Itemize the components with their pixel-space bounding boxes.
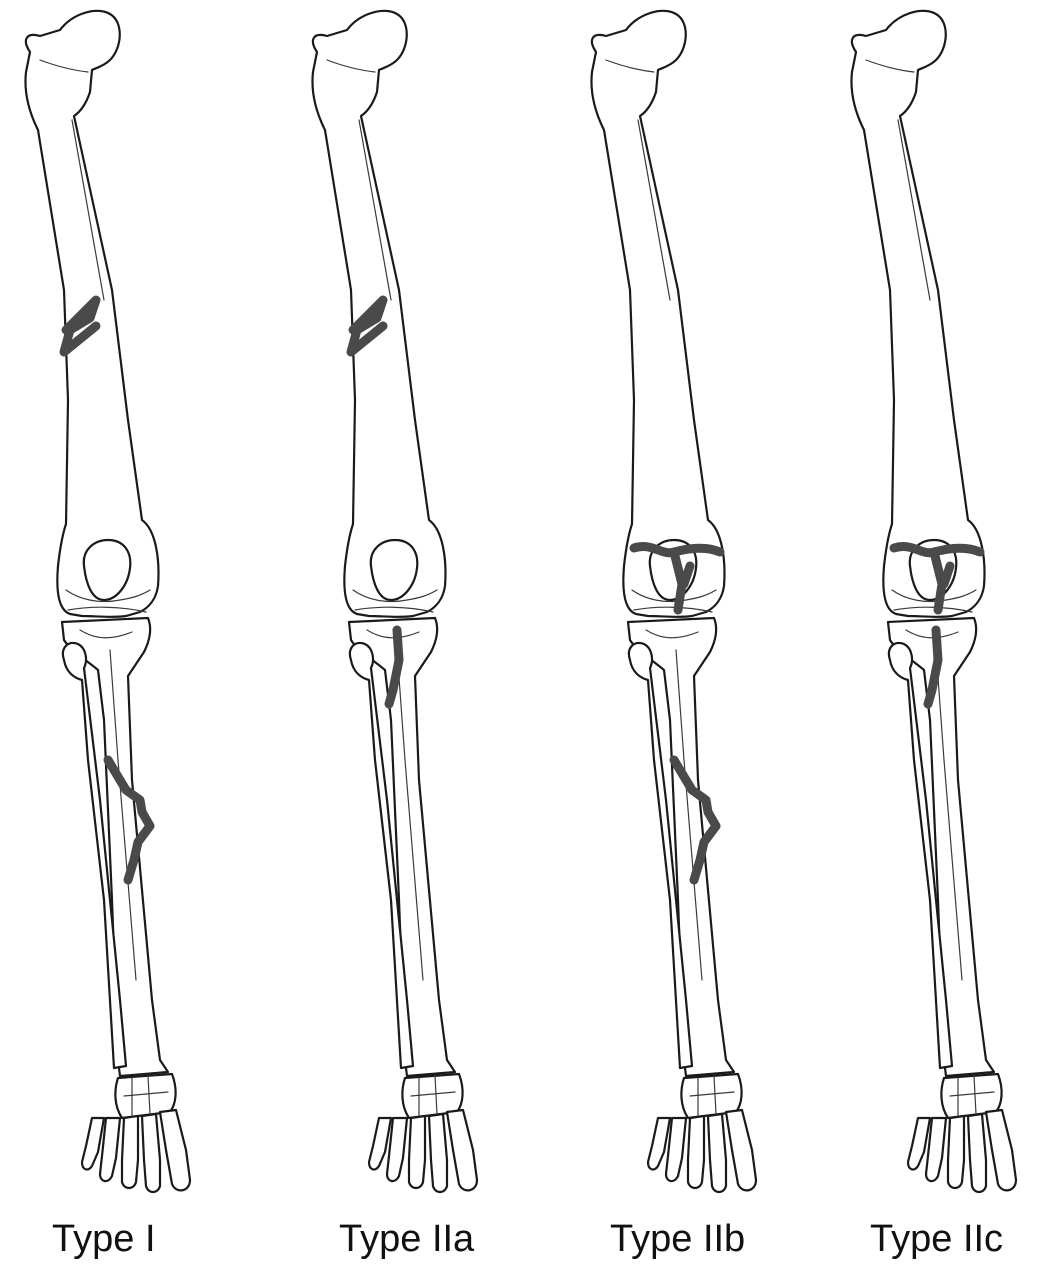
toe-3: [122, 1116, 138, 1188]
panel-type-2a: Type IIa: [287, 0, 547, 1275]
leg-bones: [852, 11, 1017, 1192]
leg-skeleton-type-2b: [566, 0, 826, 1200]
toe-2: [429, 1114, 447, 1192]
leg-skeleton-type-2c: [826, 0, 1041, 1200]
toe-2: [142, 1114, 160, 1192]
toe-3: [948, 1116, 964, 1188]
panel-label-type-1: Type I: [52, 1218, 156, 1261]
toe-3: [688, 1116, 704, 1188]
toe-2: [968, 1114, 986, 1192]
femur: [852, 11, 985, 617]
toe-2: [708, 1114, 726, 1192]
panel-type-2b: Type IIb: [566, 0, 826, 1275]
leg-skeleton-type-1: [0, 0, 260, 1200]
panel-label-type-2a: Type IIa: [339, 1218, 474, 1261]
leg-bones: [592, 11, 757, 1192]
panel-label-type-2b: Type IIb: [610, 1218, 745, 1261]
toe-1: [986, 1110, 1016, 1190]
toe-1: [447, 1110, 477, 1190]
panel-type-1: Type I: [0, 0, 260, 1275]
leg-skeleton-type-2a: [287, 0, 547, 1200]
panel-type-2c: Type IIc: [826, 0, 1041, 1275]
femur: [592, 11, 725, 617]
panel-label-type-2c: Type IIc: [870, 1218, 1003, 1261]
leg-bones: [313, 11, 478, 1192]
toe-1: [726, 1110, 756, 1190]
toe-1: [160, 1110, 190, 1190]
toe-3: [409, 1116, 425, 1188]
leg-bones: [26, 11, 191, 1192]
